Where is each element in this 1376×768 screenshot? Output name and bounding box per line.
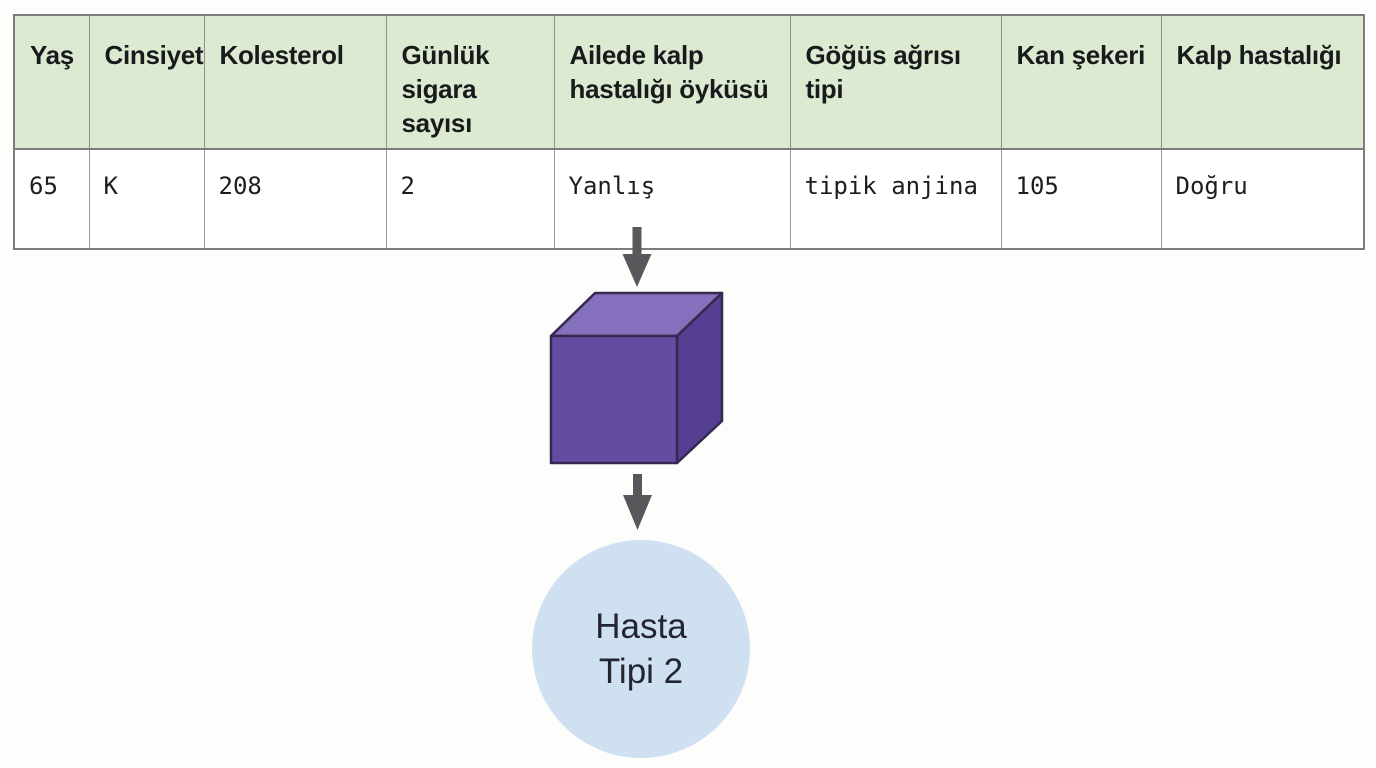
model-cube-icon (549, 291, 724, 465)
cell-kolesterol: 208 (203, 148, 387, 250)
cell-kalp-hastaligi: Doğru (1160, 148, 1365, 250)
cell-cinsiyet: K (88, 148, 205, 250)
down-arrow-icon (622, 227, 652, 287)
table-header-row: Yaş Cinsiyet Kolesterol Günlük sigara sa… (13, 14, 1365, 150)
column-header-kolesterol: Kolesterol (203, 14, 387, 150)
column-header-gogus-agrisi: Göğüs ağrısı tipi (789, 14, 1002, 150)
cell-gogus-agrisi: tipik anjina (789, 148, 1002, 250)
prediction-output-node: Hasta Tipi 2 (532, 540, 750, 758)
down-arrow-icon (623, 474, 652, 530)
cell-yas: 65 (13, 148, 90, 250)
table-data-row: 65 K 208 2 Yanlış tipik anjina 105 Doğru (13, 148, 1365, 250)
patient-record-table: Yaş Cinsiyet Kolesterol Günlük sigara sa… (13, 14, 1365, 250)
prediction-label-line1: Hasta (595, 607, 687, 646)
flow-graphics (549, 227, 724, 530)
cell-kan-sekeri: 105 (1000, 148, 1162, 250)
column-header-kalp-hastaligi: Kalp hastalığı (1160, 14, 1365, 150)
column-header-aile-oykusu: Ailede kalp hastalığı öyküsü (553, 14, 791, 150)
column-header-yas: Yaş (13, 14, 90, 150)
cell-aile-oykusu: Yanlış (553, 148, 791, 250)
column-header-kan-sekeri: Kan şekeri (1000, 14, 1162, 150)
column-header-gunluk-sigara: Günlük sigara sayısı (385, 14, 555, 150)
prediction-label-line2: Tipi 2 (598, 652, 684, 691)
column-header-cinsiyet: Cinsiyet (88, 14, 205, 150)
cell-gunluk-sigara: 2 (385, 148, 555, 250)
cube-front-face (549, 334, 679, 465)
